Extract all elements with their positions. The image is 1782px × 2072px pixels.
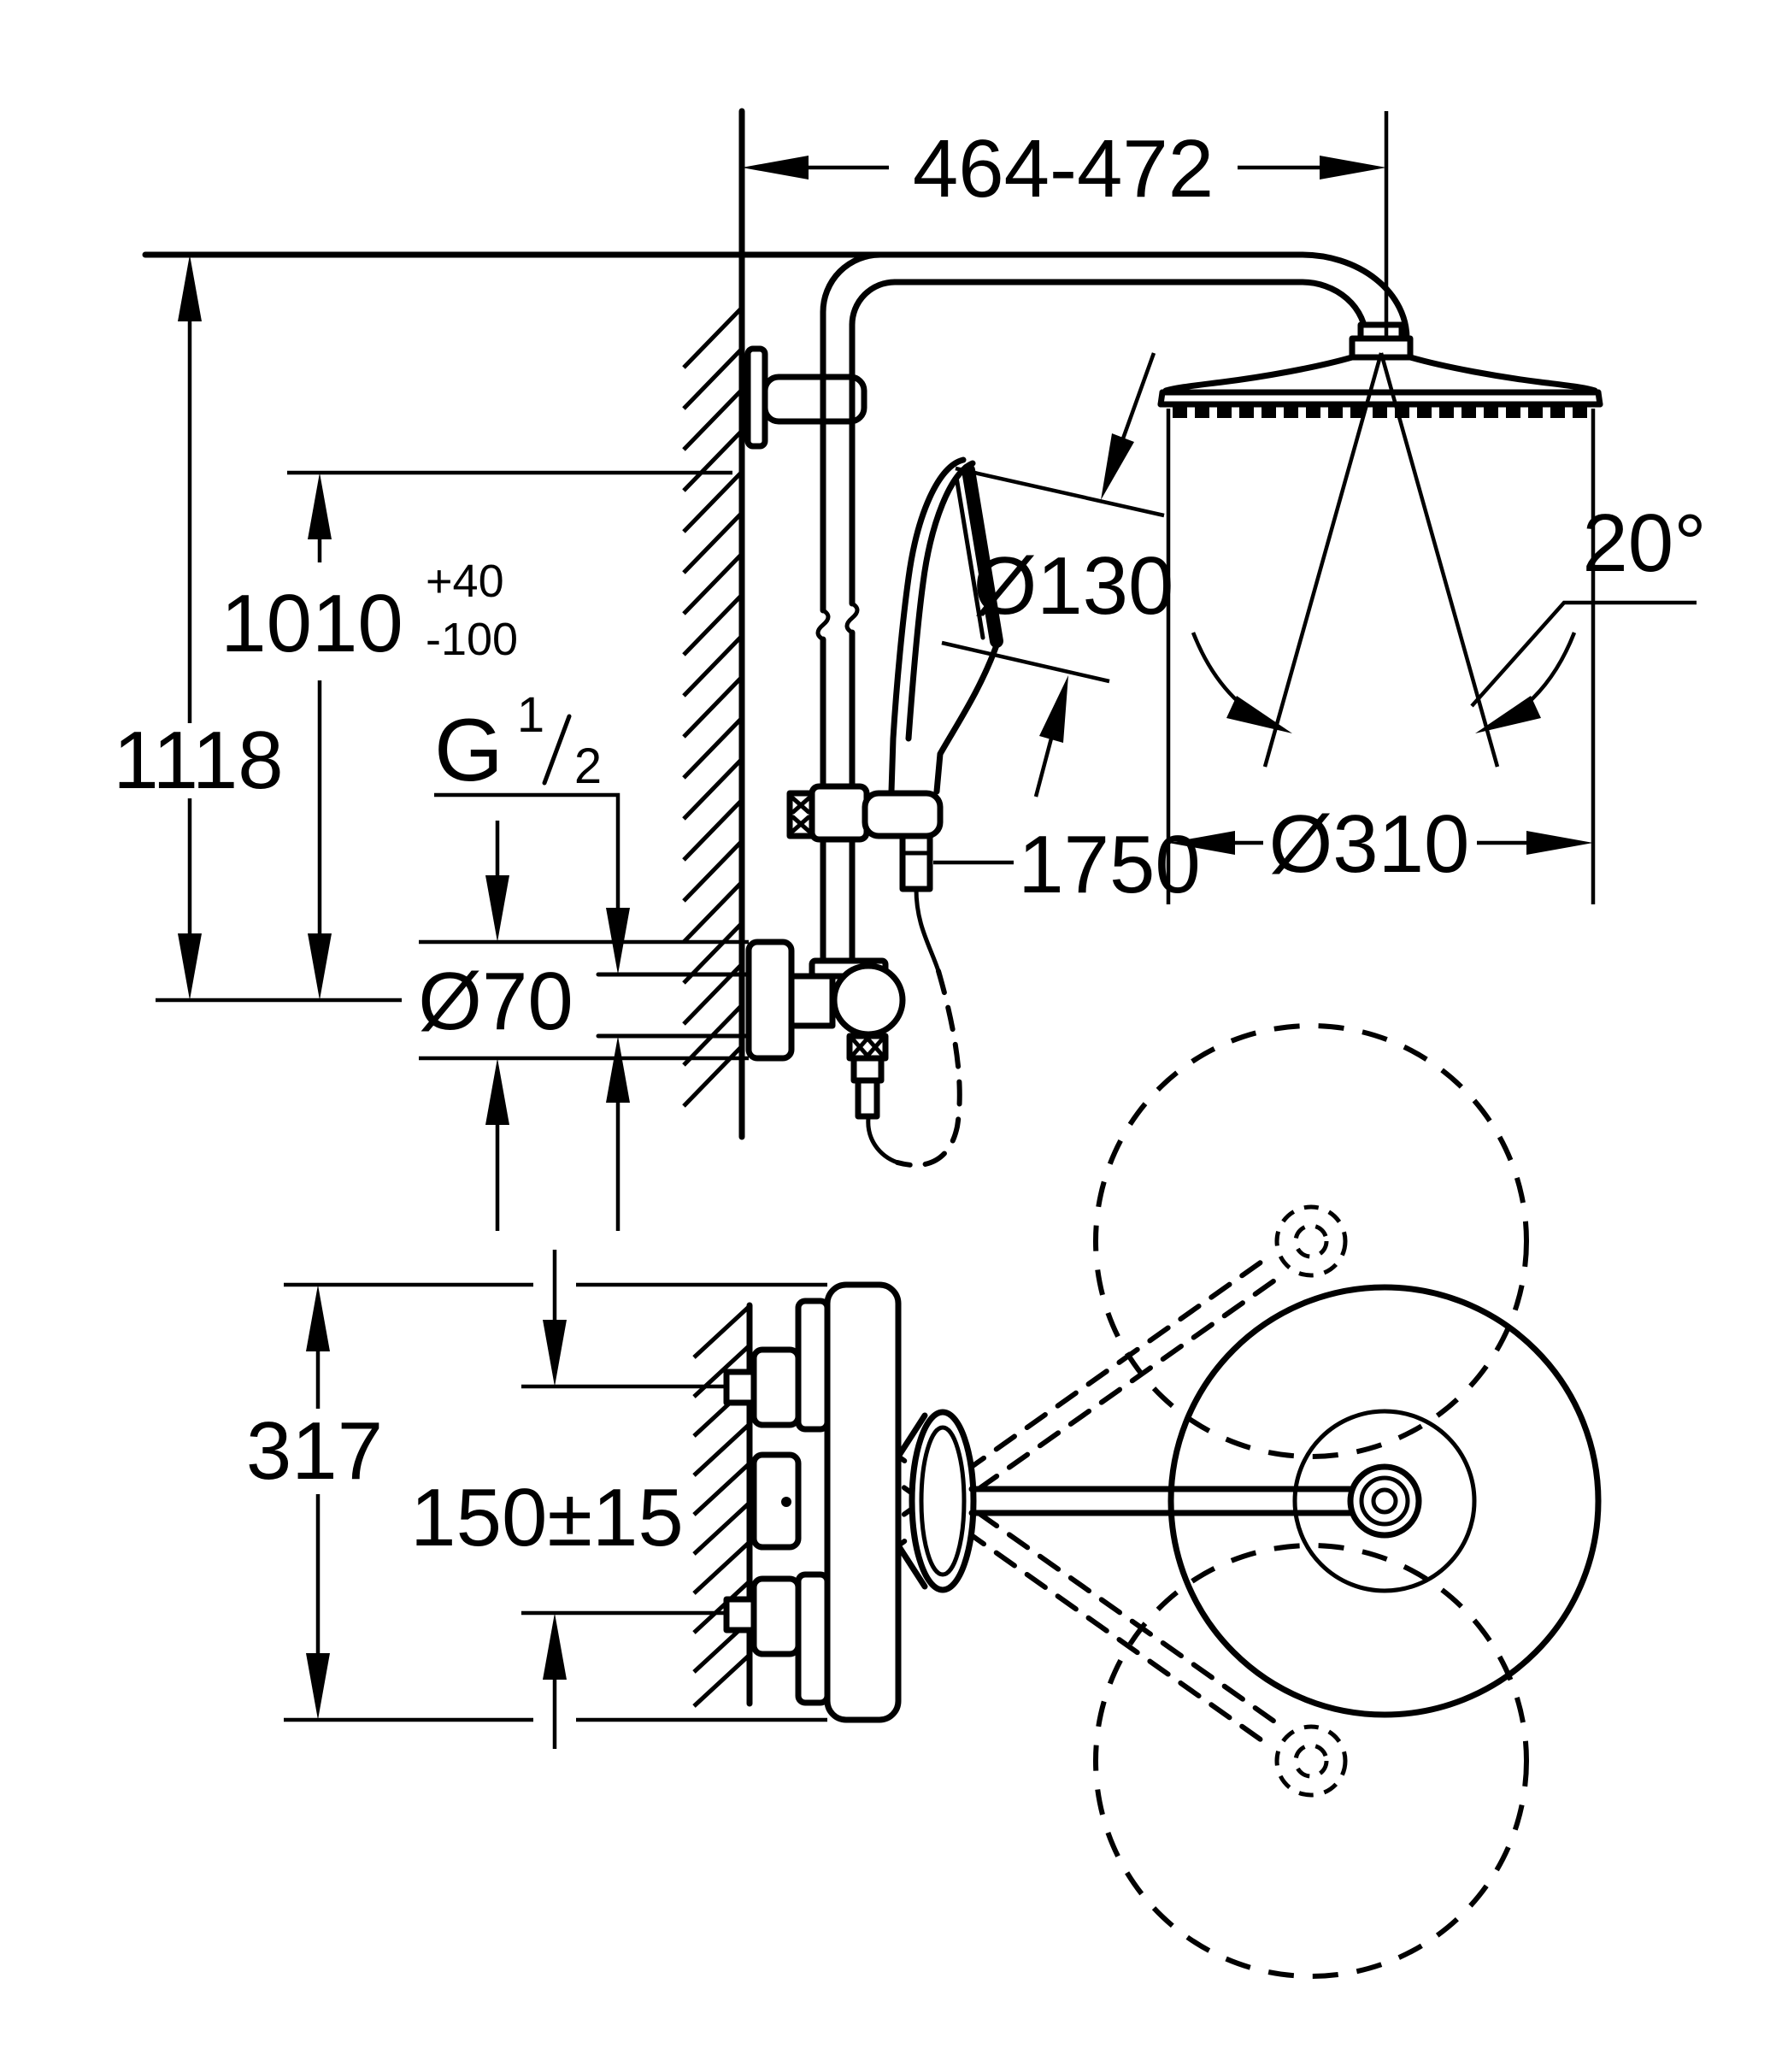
hand-shower — [888, 456, 1003, 795]
dim-overall-height: 1118 — [113, 255, 402, 1003]
headshower-dia-label: Ø310 — [1269, 798, 1470, 890]
supply-distance-label: 150±15 — [410, 1472, 684, 1563]
handshower-dia-label: Ø130 — [973, 540, 1174, 632]
hose-nut-pattern — [850, 1037, 885, 1057]
dim-height-nominal: 1010 +40 -100 — [221, 470, 732, 1000]
wall-section — [682, 108, 745, 1140]
dim-thread: G 1 2 — [434, 687, 630, 1231]
dim-headshower-dia: Ø310 — [1166, 409, 1596, 904]
height-tol-plus-label: +40 — [426, 556, 504, 607]
dim-supply-distance: 150±15 — [410, 1250, 726, 1749]
plan-arm-front — [895, 1409, 1422, 1593]
height-nominal-label: 1010 — [221, 578, 403, 669]
dim-hose-length: 1750 — [933, 819, 1201, 910]
shower-hose — [866, 886, 962, 1168]
dim-escutcheon-dia: Ø70 — [418, 821, 749, 1231]
valve-side — [596, 939, 906, 1120]
side-view: 464-472 1118 1010 +40 -100 G 1 2 — [113, 108, 1720, 1231]
shower-pipes — [142, 251, 1410, 966]
wall-hatch — [682, 306, 744, 1108]
head-shower-side — [1157, 321, 1603, 418]
thread-num-label: 1 — [517, 687, 544, 743]
dim-installation-width: 464-472 — [742, 111, 1389, 337]
head-angle-label: 20° — [1582, 497, 1706, 589]
hand-shower-face — [962, 463, 1003, 648]
escutcheon-dia-label: Ø70 — [418, 956, 573, 1047]
plan-wall — [692, 1302, 753, 1708]
valve-length-label: 317 — [246, 1405, 383, 1497]
knurl-pattern — [791, 796, 811, 833]
dim-handshower-dia: Ø130 — [941, 352, 1174, 798]
hose-length-label: 1750 — [1018, 819, 1201, 910]
slider-holder — [786, 783, 944, 892]
overall-height-label: 1118 — [113, 715, 283, 806]
height-tol-minus-label: -100 — [426, 614, 518, 665]
plan-wall-hatch — [692, 1304, 751, 1708]
thread-g-label: G — [434, 701, 503, 800]
plan-valve — [723, 1281, 902, 1723]
rail-break-marks — [815, 601, 860, 642]
dim-head-angle: 20° — [1191, 352, 1720, 768]
dim-valve-length: 317 — [246, 1282, 827, 1722]
installation-width-label: 464-472 — [913, 123, 1214, 215]
thread-den-label: 2 — [574, 739, 602, 794]
plan-view: 317 150±15 — [246, 1023, 1602, 1979]
wall-bracket — [744, 345, 867, 450]
